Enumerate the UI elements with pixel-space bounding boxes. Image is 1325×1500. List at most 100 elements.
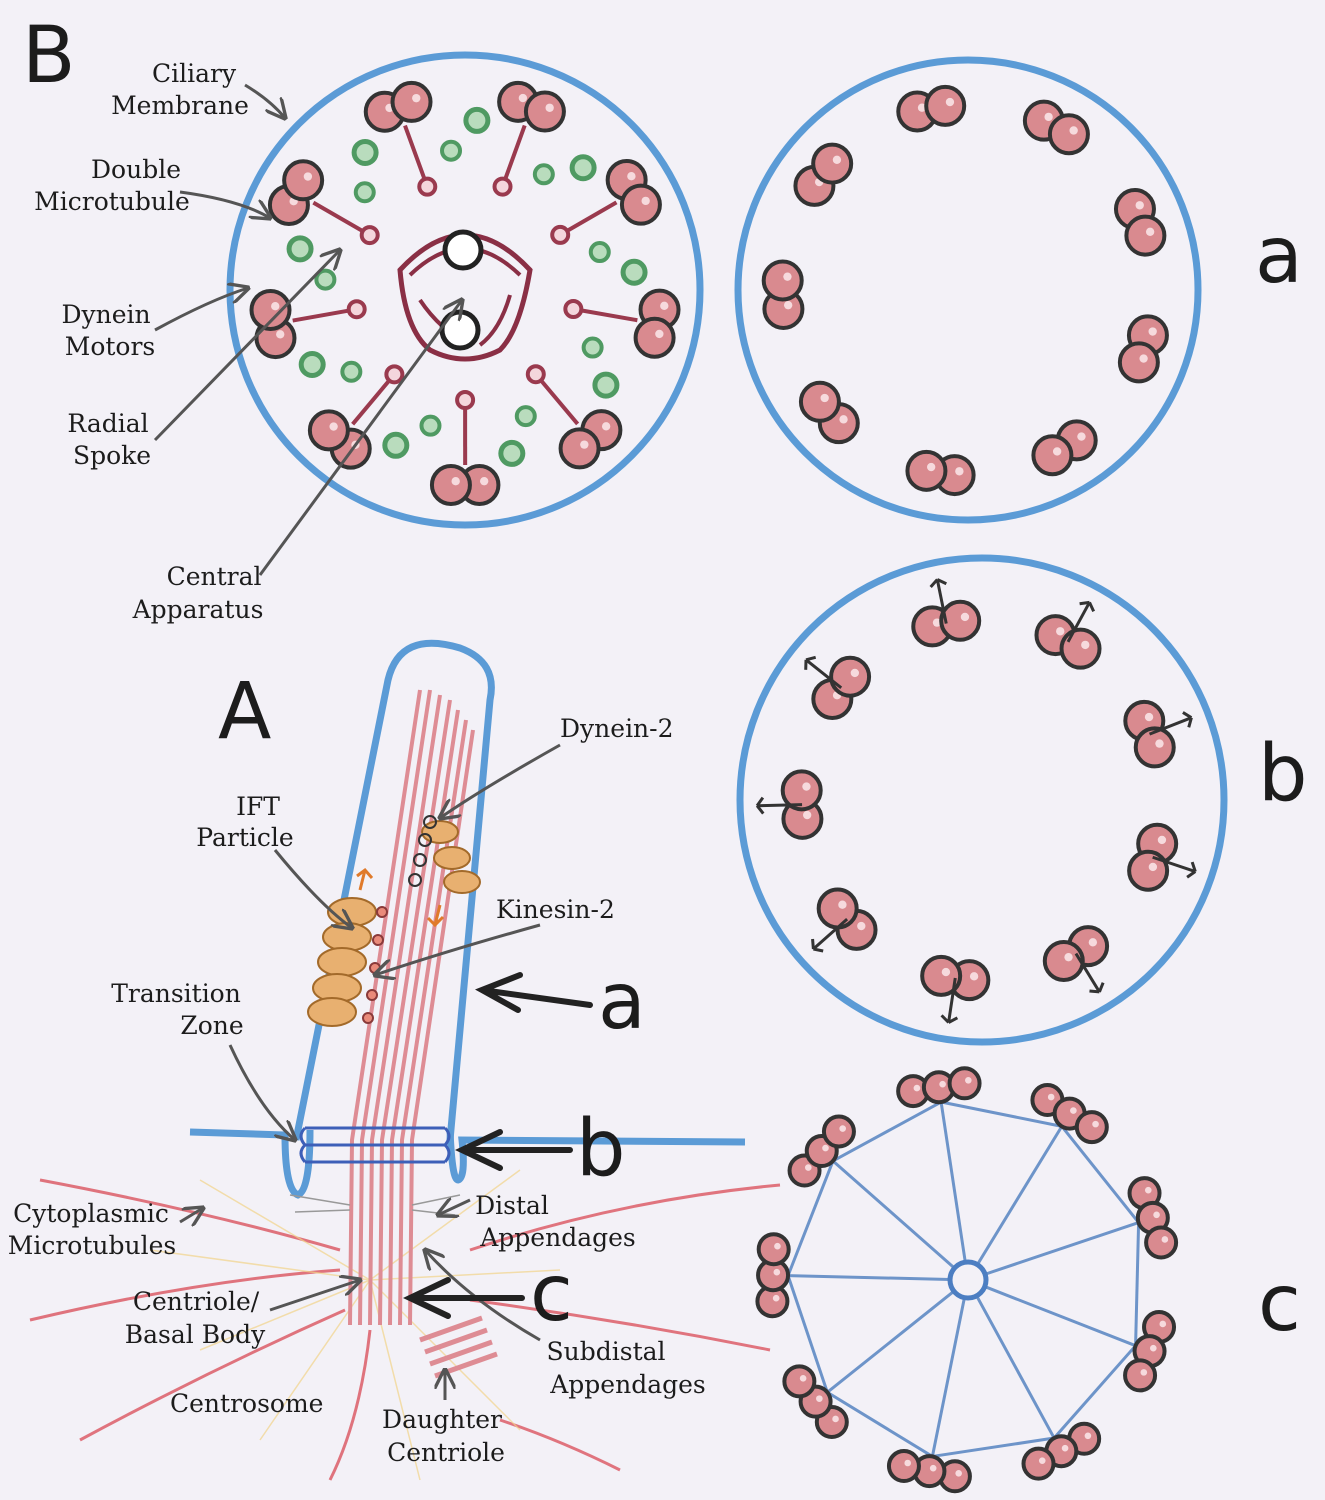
spoke-head xyxy=(455,389,476,410)
microtubule xyxy=(307,409,350,452)
cartwheel-spoke xyxy=(984,1285,1137,1348)
y-link xyxy=(805,658,843,690)
kinesin-2-motor xyxy=(366,989,378,1001)
kinesin-2-label: Kinesin-2 xyxy=(496,895,615,924)
section-b-letter: b xyxy=(1258,729,1308,819)
spoke-head xyxy=(384,364,405,385)
cartwheel-rim xyxy=(826,1391,934,1458)
microtubule xyxy=(1117,341,1160,384)
spoke-head xyxy=(550,224,571,245)
microtubule xyxy=(1133,726,1176,769)
ift-particle xyxy=(307,997,357,1027)
dynein-motor xyxy=(581,336,604,359)
dynein-motors-label: Dynein Motors xyxy=(61,300,158,361)
cartwheel-rim xyxy=(940,1100,1063,1128)
microtubule xyxy=(780,769,823,812)
cartwheel-rim xyxy=(1134,1222,1141,1346)
dynein-motor xyxy=(382,431,410,459)
retrograde-arrow xyxy=(426,904,445,928)
cartwheel-rim xyxy=(786,1275,829,1393)
dynein-motor xyxy=(588,241,611,264)
dynein-motor xyxy=(463,106,491,134)
spoke-head xyxy=(346,299,367,320)
kinesin-2-motor xyxy=(362,1012,374,1024)
ciliary-membrane-label: Ciliary Membrane xyxy=(111,59,249,120)
ift-particle xyxy=(443,870,481,894)
microtubule xyxy=(249,289,292,332)
radial-spoke xyxy=(534,372,580,426)
ift-particle xyxy=(322,922,372,952)
ift-particle xyxy=(327,897,377,927)
arrow-c-letter: c xyxy=(530,1249,573,1339)
dynein-motor xyxy=(298,350,326,378)
cartwheel-spoke xyxy=(976,1125,1064,1266)
cartwheel-spoke xyxy=(930,1297,966,1457)
dynein-motor xyxy=(286,235,314,263)
microtubule xyxy=(939,599,982,642)
cartwheel-rim xyxy=(1060,1125,1140,1224)
dynein-2-motor xyxy=(423,815,437,829)
transition-zone-links xyxy=(299,1126,451,1164)
microtubule xyxy=(816,887,859,930)
distal-appendages-label: Distal Appendages xyxy=(475,1191,636,1252)
radial-spoke xyxy=(500,124,527,188)
y-link xyxy=(812,918,849,951)
microtubule xyxy=(390,80,433,123)
microtubule xyxy=(1124,214,1167,257)
longitudinal-cilium xyxy=(29,639,781,1481)
radial-spoke xyxy=(573,307,638,323)
double-microtubule-label: Double Microtubule xyxy=(34,155,190,216)
radial-spoke xyxy=(559,200,618,237)
microtubule xyxy=(829,655,872,698)
radial-spoke xyxy=(403,124,430,188)
dynein-motor xyxy=(340,360,363,383)
microtubule xyxy=(1021,1446,1056,1481)
dynein-2-label: Dynein-2 xyxy=(560,714,674,743)
centrosome-label: Centrosome xyxy=(170,1389,323,1418)
microtubule xyxy=(619,183,662,226)
cartwheel-rim xyxy=(786,1160,835,1277)
microtubule xyxy=(523,90,566,133)
microtubule xyxy=(1042,939,1085,982)
microtubule xyxy=(558,427,601,470)
central-apparatus-label: Central Apparatus xyxy=(132,562,270,624)
ift-particle xyxy=(317,947,367,977)
spoke-head xyxy=(525,364,546,385)
microtubule xyxy=(1123,1358,1158,1393)
cartwheel-spoke xyxy=(788,1274,951,1282)
section-b-membrane xyxy=(736,554,1228,1046)
microtubule xyxy=(1031,434,1074,477)
section-a-cross-section xyxy=(734,56,1202,524)
microtubule xyxy=(782,1364,817,1399)
spoke-head xyxy=(417,176,438,197)
microtubule xyxy=(798,380,841,423)
microtubule xyxy=(920,954,963,997)
microtubule xyxy=(429,464,472,507)
radial-spoke xyxy=(292,307,358,323)
cartwheel-spoke xyxy=(939,1101,967,1263)
microtubule xyxy=(761,259,804,302)
microtubule xyxy=(924,84,967,127)
cartwheel-spoke xyxy=(831,1159,956,1270)
ift-particle xyxy=(433,846,471,870)
section-a-letter: a xyxy=(1255,211,1303,301)
section-b-doublets xyxy=(755,578,1197,1024)
microtubule xyxy=(1127,849,1170,892)
cartwheel-spoke xyxy=(975,1295,1056,1439)
dynein-motor xyxy=(569,154,597,182)
section-b-cross-section xyxy=(736,554,1228,1046)
daughter-centriole-label: Daughter Centriole xyxy=(382,1405,510,1467)
cell-membrane xyxy=(189,1128,746,1199)
section-c-cross-section xyxy=(755,1066,1179,1494)
microtubule xyxy=(947,1066,982,1101)
microtubule xyxy=(1059,627,1102,670)
cartwheel xyxy=(786,1100,1141,1458)
dynein-2-motor xyxy=(413,853,427,867)
centriole-basal-body-label: Centriole/ Basal Body xyxy=(125,1287,267,1349)
microtubule xyxy=(633,316,676,359)
cilium-membrane xyxy=(292,639,495,1141)
section-a-membrane xyxy=(734,56,1202,524)
daughter-centriole xyxy=(419,1315,498,1379)
spoke-head xyxy=(359,225,380,246)
central-apparatus xyxy=(397,229,533,362)
